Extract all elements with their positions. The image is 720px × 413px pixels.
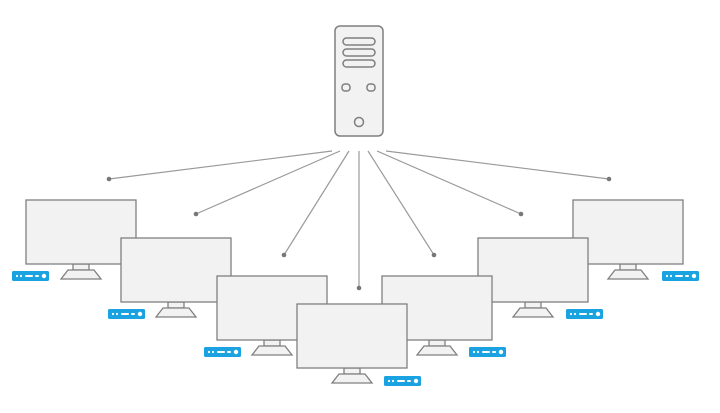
monitor-stand (524, 301, 542, 309)
connection-line-7 (385, 150, 610, 180)
badge-slot (121, 313, 129, 315)
thin-client-box-icon (12, 271, 49, 281)
badge-dot (15, 274, 19, 278)
client-2 (572, 199, 699, 281)
connection-dot-1 (106, 176, 112, 182)
badge-slot (675, 275, 683, 277)
badge-power (691, 273, 697, 279)
badge-dot (19, 274, 23, 278)
badge-dot (111, 312, 115, 316)
connection-line-5 (367, 150, 435, 256)
thin-client-box-icon (384, 376, 421, 386)
monitor-icon (296, 303, 408, 369)
client-4 (477, 237, 603, 319)
drive-bay-1 (342, 37, 376, 46)
monitor-base (59, 269, 103, 280)
badge-led (227, 351, 231, 353)
badge-led (407, 380, 411, 382)
badge-power (413, 378, 419, 384)
server-port-right (366, 83, 376, 92)
badge-dot (211, 350, 215, 354)
badge-power (233, 349, 239, 355)
drive-bay-2 (342, 48, 376, 57)
badge-led (685, 275, 689, 277)
monitor-base (154, 307, 198, 318)
drive-bay-3 (342, 59, 376, 68)
connection-line-2 (195, 150, 341, 215)
connection-dot-6 (518, 211, 524, 217)
thin-client-box-icon (204, 347, 241, 357)
thin-client-box-icon (662, 271, 699, 281)
badge-power (137, 311, 143, 317)
badge-dot (115, 312, 119, 316)
badge-slot (217, 351, 225, 353)
connection-line-1 (108, 150, 333, 180)
badge-dot (569, 312, 573, 316)
monitor-base (511, 307, 555, 318)
badge-slot (579, 313, 587, 315)
connection-dot-7 (606, 176, 612, 182)
monitor-icon (25, 199, 137, 265)
connection-dot-3 (281, 252, 287, 258)
monitor-stand (343, 367, 361, 375)
monitor-icon (477, 237, 589, 303)
server-case (334, 25, 384, 137)
badge-dot (573, 312, 577, 316)
thin-client-box-icon (566, 309, 603, 319)
badge-slot (482, 351, 490, 353)
client-7 (296, 303, 421, 386)
monitor-stand (428, 339, 446, 347)
badge-slot (397, 380, 405, 382)
monitor-base (606, 269, 650, 280)
client-1 (12, 199, 137, 281)
badge-dot (391, 379, 395, 383)
client-workstations (12, 199, 699, 386)
badge-led (131, 313, 135, 315)
connection-line-3 (283, 150, 350, 256)
connection-line-6 (376, 150, 522, 215)
client-3 (108, 237, 232, 319)
monitor-stand (263, 339, 281, 347)
badge-led (492, 351, 496, 353)
thin-client-box-icon (469, 347, 506, 357)
badge-dot (665, 274, 669, 278)
badge-dot (207, 350, 211, 354)
monitor-base (250, 345, 294, 356)
badge-led (589, 313, 593, 315)
monitor-stand (167, 301, 185, 309)
connection-dot-2 (193, 211, 199, 217)
badge-dot (387, 379, 391, 383)
monitor-base (330, 373, 374, 384)
badge-power (595, 311, 601, 317)
badge-dot (472, 350, 476, 354)
power-button (353, 116, 365, 128)
server-tower-icon (334, 25, 384, 137)
connection-lines (106, 150, 612, 291)
server-port-left (341, 83, 351, 92)
badge-led (35, 275, 39, 277)
monitor-base (415, 345, 459, 356)
monitor-stand (72, 263, 90, 271)
monitor-icon (120, 237, 232, 303)
connection-dot-5 (431, 252, 437, 258)
monitor-stand (619, 263, 637, 271)
connection-dot-4 (356, 285, 362, 291)
badge-power (41, 273, 47, 279)
badge-slot (25, 275, 33, 277)
badge-power (498, 349, 504, 355)
thin-client-box-icon (108, 309, 145, 319)
badge-dot (669, 274, 673, 278)
monitor-icon (572, 199, 684, 265)
badge-dot (476, 350, 480, 354)
